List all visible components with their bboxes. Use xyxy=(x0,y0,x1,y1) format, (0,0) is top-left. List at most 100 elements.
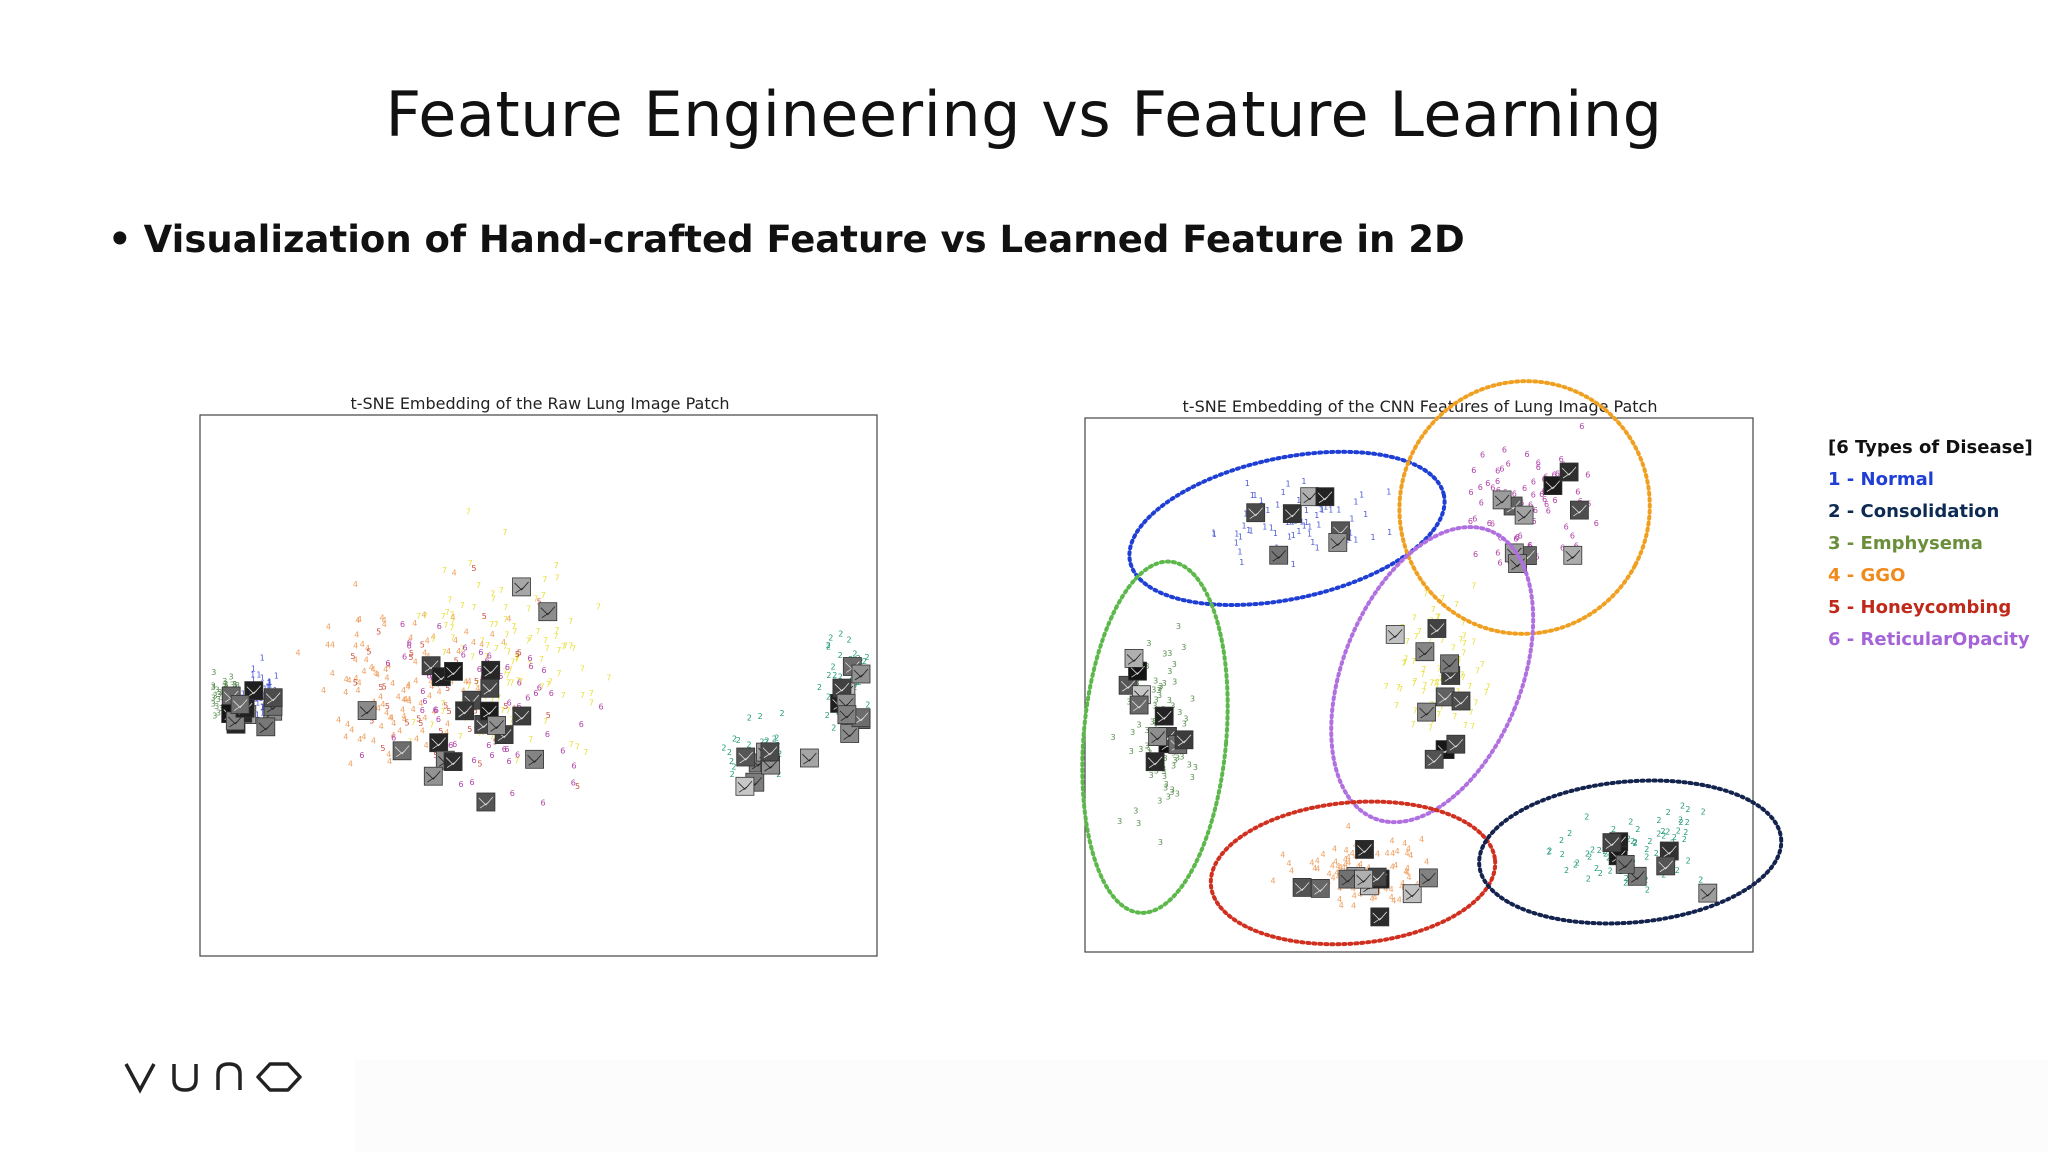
point-class-1: 1 xyxy=(1363,510,1368,519)
raw-tsne-chart: t-SNE Embedding of the Raw Lung Image Pa… xyxy=(199,394,878,957)
point-class-6: 6 xyxy=(400,620,405,629)
point-class-1: 1 xyxy=(251,676,256,685)
point-class-4: 4 xyxy=(1336,862,1341,871)
point-class-4: 4 xyxy=(406,681,411,690)
point-class-5: 5 xyxy=(537,597,542,606)
point-class-6: 6 xyxy=(1546,507,1551,516)
point-class-2: 2 xyxy=(848,674,853,683)
patch-thumbnail xyxy=(1354,869,1374,889)
point-class-2: 2 xyxy=(1598,869,1603,878)
point-class-4: 4 xyxy=(349,726,354,735)
point-class-4: 4 xyxy=(353,580,358,589)
point-class-2: 2 xyxy=(1680,802,1685,811)
point-class-7: 7 xyxy=(1412,679,1417,688)
point-class-6: 6 xyxy=(486,741,491,750)
point-class-7: 7 xyxy=(540,683,545,692)
point-class-3: 3 xyxy=(235,681,240,690)
point-class-4: 4 xyxy=(401,696,406,705)
point-class-7: 7 xyxy=(515,655,520,664)
point-class-2: 2 xyxy=(1679,818,1684,827)
point-class-4: 4 xyxy=(463,678,468,687)
point-class-2: 2 xyxy=(1656,830,1661,839)
point-class-7: 7 xyxy=(580,691,585,700)
point-class-3: 3 xyxy=(1146,746,1151,755)
point-class-5: 5 xyxy=(467,725,472,734)
point-class-2: 2 xyxy=(764,736,769,745)
point-class-7: 7 xyxy=(571,644,576,653)
point-class-4: 4 xyxy=(379,722,384,731)
point-class-4: 4 xyxy=(353,642,358,651)
point-class-7: 7 xyxy=(1435,613,1440,622)
point-class-3: 3 xyxy=(1183,715,1188,724)
point-class-3: 3 xyxy=(1156,686,1161,695)
point-class-7: 7 xyxy=(596,603,601,612)
point-class-7: 7 xyxy=(1417,627,1422,636)
point-class-4: 4 xyxy=(1408,851,1413,860)
point-class-2: 2 xyxy=(1654,849,1659,858)
point-class-4: 4 xyxy=(1395,847,1400,856)
point-class-3: 3 xyxy=(1162,650,1167,659)
point-class-2: 2 xyxy=(1623,879,1628,888)
point-class-2: 2 xyxy=(1546,848,1551,857)
patch-thumbnail xyxy=(800,748,819,768)
point-class-6: 6 xyxy=(1528,542,1533,551)
point-class-4: 4 xyxy=(1346,859,1351,868)
point-class-4: 4 xyxy=(387,757,392,766)
patch-thumbnail xyxy=(1559,462,1579,482)
patch-thumbnail xyxy=(1615,854,1635,874)
point-class-4: 4 xyxy=(1391,896,1396,905)
point-class-4: 4 xyxy=(1280,851,1285,860)
point-class-7: 7 xyxy=(1433,679,1438,688)
point-class-2: 2 xyxy=(1547,847,1552,856)
patch-thumbnail xyxy=(1145,752,1165,772)
point-class-6: 6 xyxy=(517,702,522,711)
point-class-2: 2 xyxy=(1603,850,1608,859)
point-class-7: 7 xyxy=(484,652,489,661)
point-class-6: 6 xyxy=(571,779,576,788)
point-class-1: 1 xyxy=(265,684,270,693)
point-class-1: 1 xyxy=(256,671,261,680)
point-class-6: 6 xyxy=(1495,549,1500,558)
point-class-6: 6 xyxy=(1570,532,1575,541)
point-class-7: 7 xyxy=(1483,688,1488,697)
point-class-7: 7 xyxy=(548,678,553,687)
point-class-3: 3 xyxy=(216,695,221,704)
point-class-3: 3 xyxy=(1171,761,1176,770)
cnn-chart-title: t-SNE Embedding of the CNN Features of L… xyxy=(1183,397,1658,416)
point-class-7: 7 xyxy=(1475,667,1480,676)
point-class-7: 7 xyxy=(449,611,454,620)
point-class-7: 7 xyxy=(568,642,573,651)
point-class-2: 2 xyxy=(732,762,737,771)
point-class-3: 3 xyxy=(1182,719,1187,728)
point-class-7: 7 xyxy=(589,689,594,698)
point-class-1: 1 xyxy=(1234,539,1239,548)
point-class-1: 1 xyxy=(1328,505,1333,514)
cnn-plot-frame xyxy=(1084,417,1754,953)
point-class-2: 2 xyxy=(838,630,843,639)
point-class-7: 7 xyxy=(423,612,428,621)
cluster-outline-2 xyxy=(1477,778,1784,926)
point-class-3: 3 xyxy=(1167,667,1172,676)
patch-thumbnail xyxy=(444,661,463,681)
point-class-7: 7 xyxy=(1405,637,1410,646)
point-class-7: 7 xyxy=(441,612,446,621)
point-class-6: 6 xyxy=(1585,470,1590,479)
patch-thumbnail xyxy=(1435,687,1455,707)
point-class-3: 3 xyxy=(1153,677,1158,686)
point-class-1: 1 xyxy=(260,703,265,712)
point-class-2: 2 xyxy=(865,653,870,662)
point-class-5: 5 xyxy=(420,640,425,649)
point-class-2: 2 xyxy=(1644,853,1649,862)
point-class-7: 7 xyxy=(1458,635,1463,644)
point-class-6: 6 xyxy=(461,650,466,659)
point-class-4: 4 xyxy=(501,638,506,647)
point-class-4: 4 xyxy=(361,733,366,742)
point-class-2: 2 xyxy=(1630,837,1635,846)
point-class-6: 6 xyxy=(1479,499,1484,508)
patch-thumbnail xyxy=(1370,907,1390,927)
point-class-2: 2 xyxy=(1628,818,1633,827)
point-class-4: 4 xyxy=(406,682,411,691)
point-class-7: 7 xyxy=(440,699,445,708)
point-class-7: 7 xyxy=(514,653,519,662)
raw-chart-title: t-SNE Embedding of the Raw Lung Image Pa… xyxy=(350,394,729,413)
